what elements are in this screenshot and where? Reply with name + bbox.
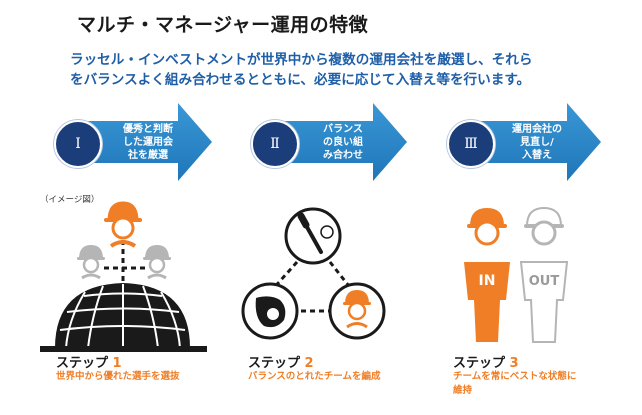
feature-numeral-1: Ⅰ (54, 120, 102, 168)
feature-arrow-3 (472, 103, 601, 181)
page-title: マルチ・マネージャー運用の特徴 (77, 14, 369, 36)
image-note: （イメージ図） (40, 195, 100, 205)
player-head-icon (104, 200, 142, 248)
player-head-icon (143, 245, 171, 280)
step-1-desc: 世界中から優れた選手を選抜 (56, 371, 180, 382)
in-label: IN (479, 273, 496, 289)
player-head-icon (77, 245, 105, 280)
player-head-icon (524, 206, 564, 246)
globe-icon (40, 283, 207, 352)
out-body (519, 261, 569, 343)
feature-text-3: 運用会社の 見直し/ 入替え (512, 124, 562, 161)
subtitle-line-1: ラッセル・インベストメントが世界中から複数の運用会社を厳選し、それら (70, 52, 533, 68)
feature-arrow-2 (276, 103, 407, 181)
bat-and-ball-icon (297, 212, 334, 254)
step-2-title: ステップ 2 (248, 356, 314, 371)
step-3-desc-line-1: チームを常にベストな状態に (453, 371, 577, 382)
out-label: OUT (529, 274, 560, 289)
player-head-icon (343, 290, 371, 329)
feature-arrow-1 (80, 103, 212, 181)
feature-text-1: 優秀と判断 した運用会 社を厳選 (123, 124, 173, 161)
connector-lines-1 (104, 240, 145, 283)
step-2-desc: バランスのとれたチームを編成 (248, 371, 381, 382)
step-1-title: ステップ 1 (56, 356, 122, 371)
glove-and-ball-icon (255, 296, 286, 328)
player-head-icon (467, 208, 507, 246)
in-body (464, 262, 510, 342)
feature-numeral-2: Ⅱ (251, 120, 299, 168)
step-3-desc-line-2: 維持 (453, 385, 473, 396)
feature-numeral-3: Ⅲ (447, 120, 495, 168)
subtitle-line-2: をバランスよく組み合わせるとともに、必要に応じて入替え等を行います。 (70, 72, 531, 88)
step-3-title: ステップ 3 (453, 356, 519, 371)
feature-text-2: バランス の良い組 み合わせ (323, 124, 363, 161)
